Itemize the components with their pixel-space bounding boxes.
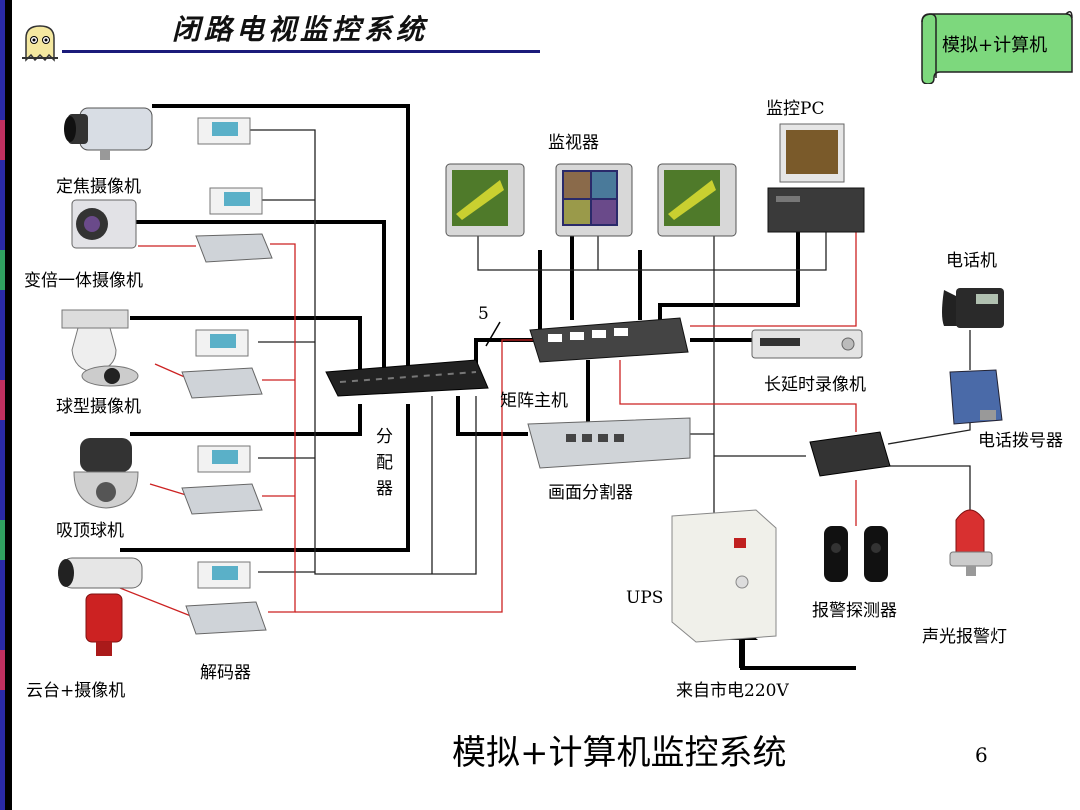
- left-decorative-bar: [0, 0, 12, 810]
- label-ceiling-dome: 吸顶球机: [56, 521, 124, 541]
- alarm-controller-device: [809, 431, 891, 477]
- telephone-icon: [942, 288, 1004, 328]
- ghost-logo-icon: [22, 25, 58, 62]
- alarm-light-icon: [949, 509, 993, 576]
- label-alarm-light: 声光报警灯: [922, 627, 1007, 647]
- label-mains: 来自市电220V: [676, 681, 789, 701]
- label-splitter: 画面分割器: [548, 483, 633, 503]
- scroll-banner-label: 模拟+计算机: [942, 35, 1048, 56]
- ptz-camera-icon: [58, 557, 143, 656]
- monitor-center-icon: [555, 163, 633, 237]
- header-divider: [62, 50, 540, 53]
- label-matrix-host: 矩阵主机: [500, 391, 568, 411]
- decoder-boxes: [181, 233, 273, 635]
- label-monitor-pc: 监控PC: [766, 99, 825, 119]
- label-fixed-camera: 定焦摄像机: [56, 177, 141, 197]
- splitter-device: [527, 417, 691, 469]
- dome-camera-icon: [61, 309, 139, 387]
- label-vcr: 长延时录像机: [764, 375, 866, 395]
- label-alarm-detector: 报警探测器: [812, 601, 897, 621]
- monitor-right-icon: [657, 163, 737, 237]
- fixed-camera-icon: [64, 107, 153, 160]
- monitor-pc-icon: [767, 123, 865, 233]
- matrix-host-device: [529, 317, 689, 363]
- control-wires: [250, 129, 971, 575]
- zoom-camera-icon: [71, 199, 137, 249]
- label-matrix-count: 5: [478, 304, 489, 324]
- page-number: 6: [975, 743, 988, 767]
- phone-dialer-icon: [949, 369, 1003, 425]
- bundle-slash-marker: [485, 321, 501, 347]
- label-decoder: 解码器: [200, 663, 251, 683]
- ceiling-dome-icon: [73, 438, 139, 509]
- label-zoom-camera: 变倍一体摄像机: [24, 271, 143, 291]
- label-phone: 电话机: [946, 251, 997, 271]
- red-control-wires: [119, 220, 857, 619]
- distributor-device: [325, 359, 489, 397]
- label-ptz-camera: 云台+摄像机: [26, 681, 126, 701]
- label-ups: UPS: [626, 588, 664, 608]
- converter-box-details: [210, 122, 250, 580]
- camera-trunk-wires: [120, 104, 856, 670]
- label-monitor: 监视器: [548, 133, 599, 153]
- vcr-device: [751, 329, 863, 359]
- ups-device: [671, 509, 777, 643]
- header-title: 闭路电视监控系统: [172, 13, 429, 46]
- label-dialer: 电话拨号器: [978, 431, 1063, 451]
- scroll-banner: [921, 11, 1073, 84]
- slide-title: 模拟+计算机监控系统: [452, 733, 787, 773]
- label-distributor: 分 配 器: [376, 427, 393, 499]
- converter-boxes: [195, 117, 263, 589]
- monitor-left-icon: [445, 163, 525, 237]
- label-dome-camera: 球型摄像机: [56, 397, 141, 417]
- alarm-detector-icon: [824, 526, 888, 582]
